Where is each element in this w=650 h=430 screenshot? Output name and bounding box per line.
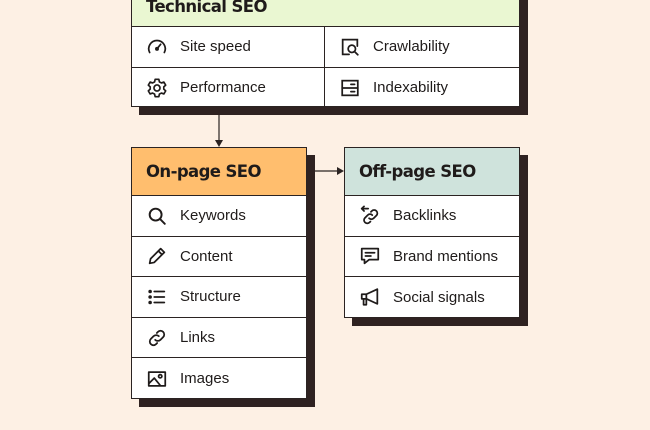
item-label: Social signals bbox=[393, 288, 485, 306]
item-brand-mentions: Brand mentions bbox=[345, 237, 519, 278]
item-performance: Performance bbox=[132, 67, 325, 108]
item-label: Content bbox=[180, 247, 233, 265]
technical-seo-title: Technical SEO bbox=[146, 0, 267, 16]
item-label: Performance bbox=[180, 79, 266, 97]
item-backlinks: Backlinks bbox=[345, 196, 519, 237]
search-icon bbox=[146, 205, 168, 227]
item-label: Links bbox=[180, 329, 216, 347]
offpage-seo-title: Off-page SEO bbox=[359, 162, 476, 181]
page-search-icon bbox=[339, 36, 361, 58]
item-label: Keywords bbox=[180, 207, 246, 225]
onpage-seo-header: On-page SEO bbox=[132, 148, 306, 196]
item-keywords: Keywords bbox=[132, 196, 306, 237]
offpage-seo-card: Off-page SEO Backlinks Brand mentions bbox=[344, 147, 520, 318]
backlink-icon bbox=[359, 205, 381, 227]
item-images: Images bbox=[132, 358, 306, 399]
chat-icon bbox=[359, 245, 381, 267]
item-label: Backlinks bbox=[393, 207, 457, 225]
item-label: Crawlability bbox=[373, 38, 450, 56]
item-structure: Structure bbox=[132, 277, 306, 318]
pencil-icon bbox=[146, 245, 168, 267]
item-label: Indexability bbox=[373, 79, 449, 97]
item-indexability: Indexability bbox=[325, 68, 519, 109]
speedometer-icon bbox=[146, 36, 168, 58]
list-icon bbox=[146, 286, 168, 308]
arrow-onpage-to-offpage bbox=[307, 167, 344, 175]
index-icon bbox=[339, 77, 361, 99]
item-links: Links bbox=[132, 318, 306, 359]
technical-seo-header: Technical SEO bbox=[132, 0, 519, 27]
item-content: Content bbox=[132, 237, 306, 278]
technical-seo-card: Technical SEO Site speed Crawlability bbox=[131, 0, 520, 109]
item-label: Images bbox=[180, 370, 230, 388]
image-icon bbox=[146, 368, 168, 390]
megaphone-icon bbox=[359, 286, 381, 308]
item-crawlability: Crawlability bbox=[325, 27, 519, 68]
offpage-seo-header: Off-page SEO bbox=[345, 148, 519, 196]
item-site-speed: Site speed bbox=[132, 27, 325, 68]
item-label: Site speed bbox=[180, 38, 251, 56]
item-label: Brand mentions bbox=[393, 247, 499, 265]
onpage-seo-card: On-page SEO Keywords Content bbox=[131, 147, 307, 399]
item-label: Structure bbox=[180, 288, 241, 306]
arrow-technical-to-onpage bbox=[215, 107, 223, 147]
link-icon bbox=[146, 327, 168, 349]
item-social-signals: Social signals bbox=[345, 277, 519, 318]
gear-icon bbox=[146, 77, 168, 99]
onpage-seo-title: On-page SEO bbox=[146, 162, 262, 181]
